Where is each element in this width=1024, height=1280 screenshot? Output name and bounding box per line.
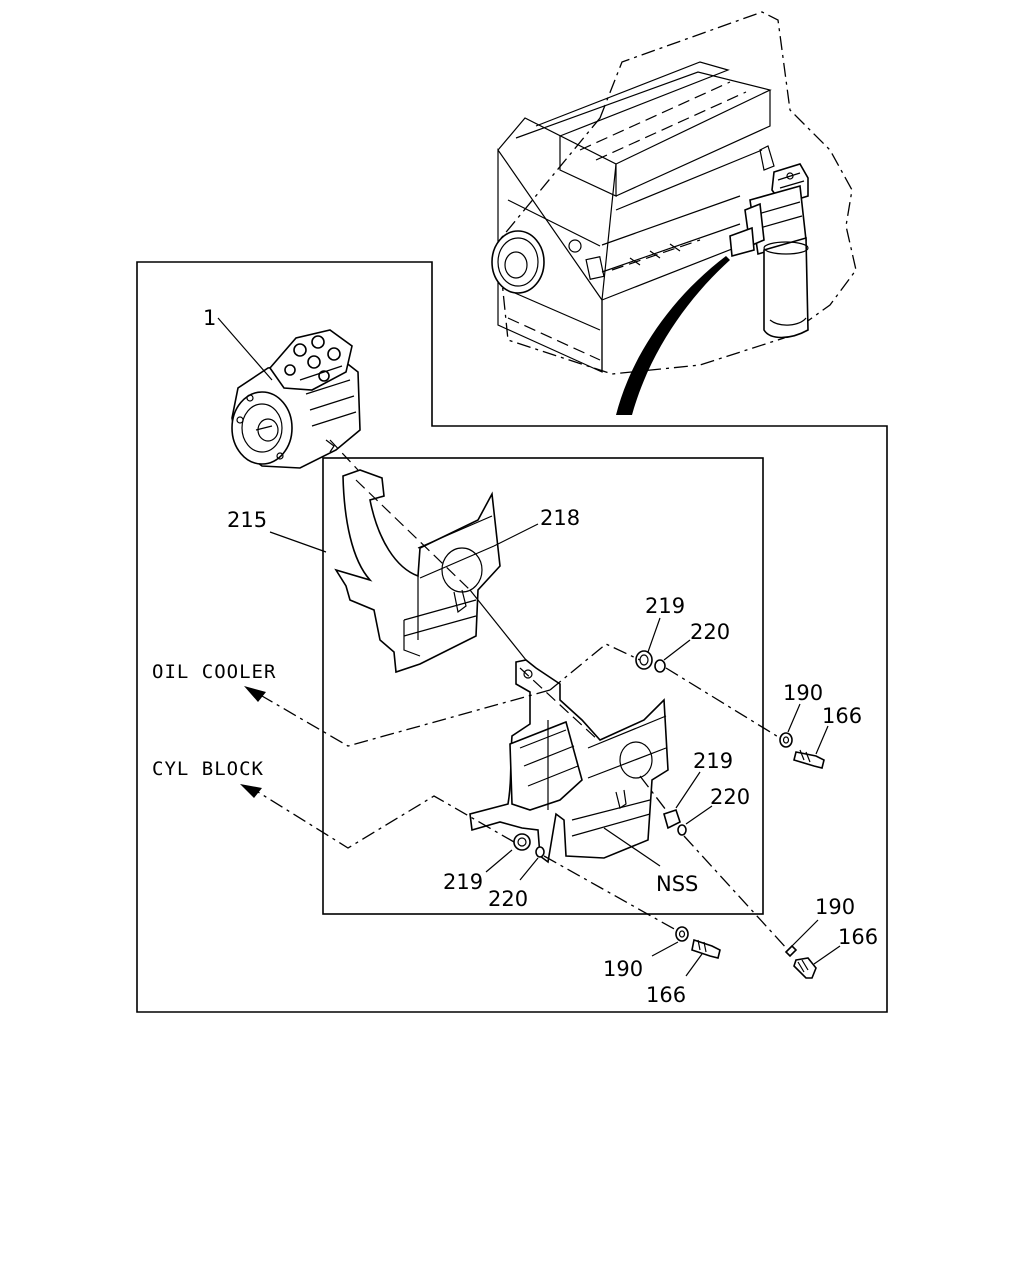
label-washer-upper: 190 <box>783 681 823 705</box>
ring-mid <box>677 824 687 836</box>
label-washer-right: 190 <box>815 895 855 919</box>
bolt-right <box>793 957 817 979</box>
hardware-low <box>513 833 721 959</box>
hardware-mid <box>663 808 817 979</box>
label-oil-cooler: OIL COOLER <box>152 661 276 683</box>
outer-frame <box>136 261 888 1013</box>
label-nut-upper: 219 <box>645 594 685 618</box>
nut-mid <box>663 808 681 830</box>
bracket-upper <box>334 469 501 674</box>
label-bolt-low: 166 <box>646 983 686 1007</box>
engine-overview <box>491 11 857 415</box>
label-bolt-upper: 166 <box>822 704 862 728</box>
washer-low <box>675 926 689 942</box>
hardware-upper <box>635 650 825 769</box>
bracket-lower <box>469 659 669 864</box>
label-bolt-right: 166 <box>838 925 878 949</box>
label-nss: NSS <box>656 872 698 896</box>
label-cyl-block: CYL BLOCK <box>152 758 264 780</box>
label-compressor: 1 <box>203 306 216 330</box>
cyl-block-callout <box>240 784 515 849</box>
label-bracket-rear: 218 <box>540 506 580 530</box>
inner-box <box>322 457 764 915</box>
compressor <box>231 329 361 471</box>
label-bracket-front: 215 <box>227 508 267 532</box>
nut-upper <box>635 650 653 670</box>
oil-cooler-callout <box>244 643 641 747</box>
label-nut-mid: 219 <box>693 749 733 773</box>
ring-low <box>535 846 545 858</box>
label-ring-low: 220 <box>488 887 528 911</box>
washer-right <box>784 944 798 958</box>
washer-upper <box>779 732 793 748</box>
ring-upper <box>654 659 666 673</box>
label-washer-low: 190 <box>603 957 643 981</box>
label-nut-low: 219 <box>443 870 483 894</box>
label-ring-mid: 220 <box>710 785 750 809</box>
nut-low <box>513 833 531 851</box>
label-ring-upper: 220 <box>690 620 730 644</box>
